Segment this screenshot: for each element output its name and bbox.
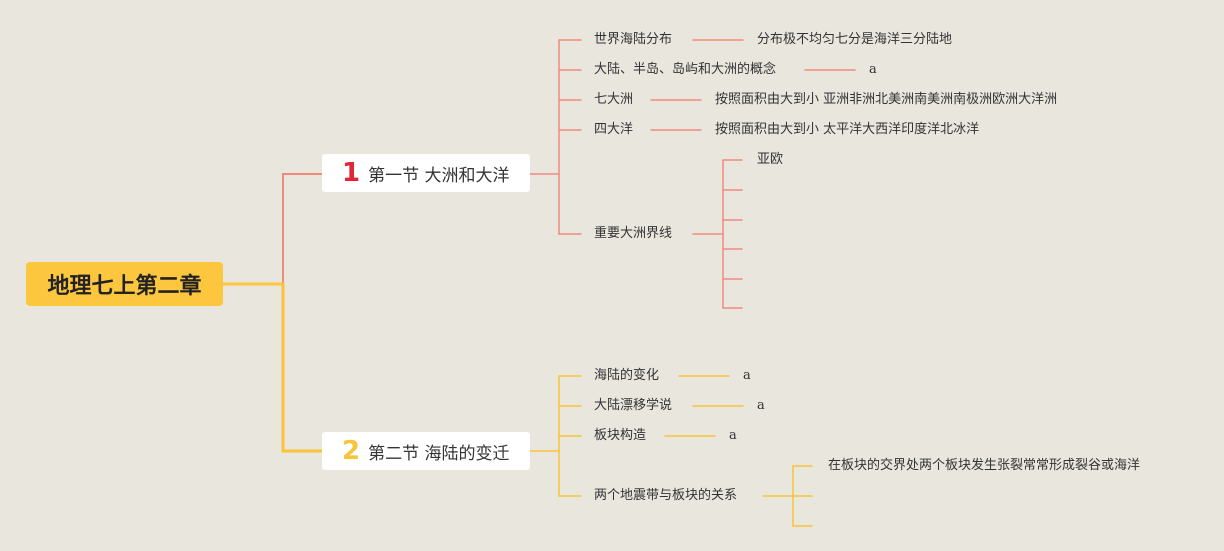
topic-four-oceans[interactable]: 四大洋: [594, 122, 634, 137]
boundary-asia-europe[interactable]: 亚欧: [757, 152, 784, 167]
topic-concepts[interactable]: 大陆、半岛、岛屿和大洲的概念: [594, 62, 777, 77]
section1-bracket: [529, 39, 560, 235]
detail-plate-boundary[interactable]: 在板块的交界处两个板块发生张裂常常形成裂谷或海洋: [828, 458, 1141, 473]
root-title: 地理七上第二章: [47, 274, 202, 299]
detail-world-distribution[interactable]: 分布极不均匀七分是海洋三分陆地: [757, 32, 953, 47]
topic-continental-drift[interactable]: 大陆漂移学说: [594, 398, 673, 413]
section1-title: 第一节 大洲和大洋: [368, 165, 510, 186]
section2-bracket: [529, 375, 560, 497]
section2-number: 2: [342, 436, 361, 466]
detail-seven-continents[interactable]: 按照面积由大到小 亚洲非洲北美洲南美洲南极洲欧洲大洋洲: [715, 92, 1058, 107]
detail-continental-drift[interactable]: a: [757, 398, 765, 413]
detail-four-oceans[interactable]: 按照面积由大到小 太平洋大西洋印度洋北冰洋: [715, 122, 980, 137]
detail-land-sea-change[interactable]: a: [743, 368, 751, 383]
section2-node[interactable]: 2 第二节 海陆的变迁: [322, 432, 530, 470]
topic-world-distribution[interactable]: 世界海陆分布: [594, 32, 673, 47]
topic-land-sea-change[interactable]: 海陆的变化: [594, 368, 660, 383]
topic-plate-tectonics[interactable]: 板块构造: [594, 428, 647, 443]
detail-plate-tectonics[interactable]: a: [729, 428, 737, 443]
root-to-section2-link: [281, 282, 324, 453]
section2-title: 第二节 海陆的变迁: [368, 443, 510, 464]
root-to-section1-link: [282, 173, 323, 285]
detail-concepts[interactable]: a: [869, 62, 877, 77]
topic-seven-continents[interactable]: 七大洲: [594, 92, 634, 107]
topic-continent-boundaries[interactable]: 重要大洲界线: [594, 226, 673, 241]
topic-earthquake-belts[interactable]: 两个地震带与板块的关系: [594, 488, 738, 503]
section1-number: 1: [342, 158, 361, 188]
root-node[interactable]: 地理七上第二章: [26, 262, 223, 306]
section1-node[interactable]: 1 第一节 大洲和大洋: [322, 154, 530, 192]
